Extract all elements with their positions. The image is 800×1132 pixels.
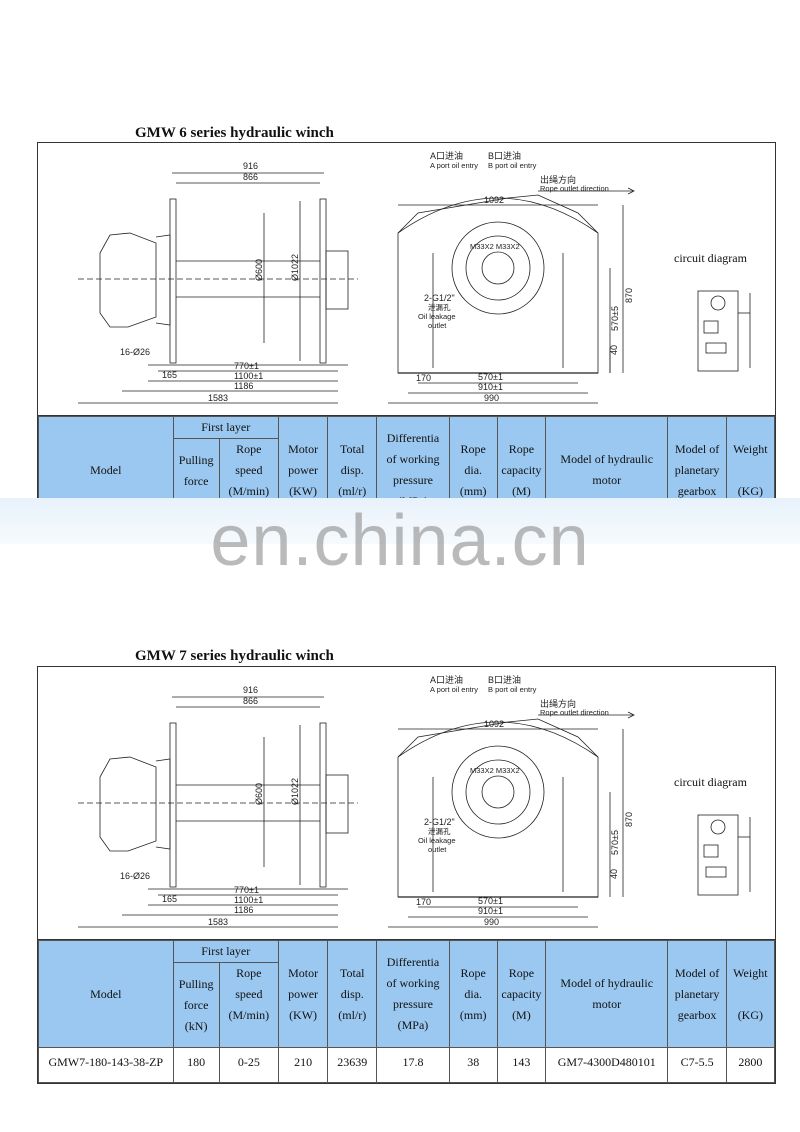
dim-910: 910±1 bbox=[478, 382, 503, 392]
dim-916: 916 bbox=[243, 685, 258, 695]
dim-600: Ø600 bbox=[254, 783, 264, 805]
circuit-diagram-label: circuit diagram bbox=[674, 775, 747, 789]
spec-frame-gmw7: 916 866 Ø600 Ø1022 16-Ø26 165 770±1 1100… bbox=[37, 666, 776, 1084]
dim-570: 570±1 bbox=[478, 896, 503, 906]
cell-motor-power: 210 bbox=[277, 1047, 329, 1083]
cell-model: GMW7-180-143-38-ZP bbox=[38, 1047, 174, 1083]
dim-1092: 1092 bbox=[484, 719, 504, 729]
table-row: GMW7-180-143-38-ZP 180 0-25 210 23639 17… bbox=[38, 1047, 776, 1083]
motor-port-label: M33X2 M33X2 bbox=[470, 242, 520, 251]
dim-770: 770±1 bbox=[234, 361, 259, 371]
technical-drawing-gmw6: 916 866 Ø600 Ø1022 16-Ø26 165 770±1 1100… bbox=[38, 143, 775, 416]
dim-1186: 1186 bbox=[234, 381, 253, 391]
section-title-gmw7: GMW 7 series hydraulic winch bbox=[135, 648, 334, 664]
dim-1186: 1186 bbox=[234, 905, 253, 915]
dim-40: 40 bbox=[609, 869, 619, 879]
dim-866: 866 bbox=[243, 172, 258, 182]
cell-pulling-force: 180 bbox=[172, 1047, 220, 1083]
rope-dir-en: Rope outlet direction bbox=[540, 184, 609, 193]
cell-total-disp: 23639 bbox=[327, 1047, 378, 1083]
cell-pressure: 17.8 bbox=[376, 1047, 450, 1083]
port-b-cn: B口进油 bbox=[488, 150, 521, 161]
leak-label-4: outlet bbox=[428, 321, 447, 330]
cell-weight: 2800 bbox=[725, 1047, 776, 1083]
technical-drawing-gmw7: 916 866 Ø600 Ø1022 16-Ø26 165 770±1 1100… bbox=[38, 667, 775, 940]
dim-1092: 1092 bbox=[484, 195, 504, 205]
dim-40: 40 bbox=[609, 345, 619, 355]
dim-16-26: 16-Ø26 bbox=[120, 347, 150, 357]
leak-label-4: outlet bbox=[428, 845, 447, 854]
dim-1100: 1100±1 bbox=[234, 371, 263, 381]
dim-1583: 1583 bbox=[208, 917, 228, 927]
dim-1022: Ø1022 bbox=[290, 778, 300, 805]
section-title-gmw6: GMW 6 series hydraulic winch bbox=[135, 125, 334, 141]
port-a-en: A port oil entry bbox=[430, 685, 478, 694]
dim-170: 170 bbox=[416, 897, 431, 907]
dim-170: 170 bbox=[416, 373, 431, 383]
dim-16-26: 16-Ø26 bbox=[120, 871, 150, 881]
cell-rope-capacity: 143 bbox=[496, 1047, 547, 1083]
dim-870: 870 bbox=[624, 288, 634, 303]
dim-1583: 1583 bbox=[208, 393, 228, 403]
winch-drawing: 916 866 Ø600 Ø1022 16-Ø26 165 770±1 1100… bbox=[78, 150, 751, 404]
winch-drawing: 916 866 Ø600 Ø1022 16-Ø26 165 770±1 1100… bbox=[78, 674, 751, 928]
dim-570-5: 570±5 bbox=[610, 306, 620, 331]
leak-label-1: 2-G1/2" bbox=[424, 817, 455, 827]
dim-990: 990 bbox=[484, 393, 499, 403]
port-a-en: A port oil entry bbox=[430, 161, 478, 170]
port-b-en: B port oil entry bbox=[488, 685, 537, 694]
dim-165: 165 bbox=[162, 894, 177, 904]
leak-label-2: 泄漏孔 bbox=[428, 826, 451, 836]
port-b-cn: B口进油 bbox=[488, 674, 521, 685]
leak-label-3: Oil leakage bbox=[418, 312, 456, 321]
dim-600: Ø600 bbox=[254, 259, 264, 281]
dim-866: 866 bbox=[243, 696, 258, 706]
port-b-en: B port oil entry bbox=[488, 161, 537, 170]
header-first-layer: First layer bbox=[172, 940, 279, 963]
dim-1022: Ø1022 bbox=[290, 254, 300, 281]
cell-hydraulic-motor: GM7-4300D480101 bbox=[544, 1047, 669, 1083]
watermark-band bbox=[0, 498, 800, 544]
header-first-layer: First layer bbox=[172, 416, 279, 439]
cell-gearbox: C7-5.5 bbox=[667, 1047, 727, 1083]
watermark: en.china.cn bbox=[210, 501, 590, 581]
header-rope-speed: Rope speed(M/min) bbox=[218, 962, 279, 1048]
dim-910: 910±1 bbox=[478, 906, 503, 916]
rope-dir-cn: 出绳方向 bbox=[540, 174, 576, 185]
circuit-diagram-label: circuit diagram bbox=[674, 251, 747, 265]
motor-port-label: M33X2 M33X2 bbox=[470, 766, 520, 775]
port-a-cn: A口进油 bbox=[430, 674, 463, 685]
rope-dir-en: Rope outlet direction bbox=[540, 708, 609, 717]
header-model: Model bbox=[38, 940, 174, 1048]
dim-770: 770±1 bbox=[234, 885, 259, 895]
leak-label-1: 2-G1/2" bbox=[424, 293, 455, 303]
dim-870: 870 bbox=[624, 812, 634, 827]
dim-165: 165 bbox=[162, 370, 177, 380]
dim-916: 916 bbox=[243, 161, 258, 171]
dim-1100: 1100±1 bbox=[234, 895, 263, 905]
dim-570: 570±1 bbox=[478, 372, 503, 382]
leak-label-3: Oil leakage bbox=[418, 836, 456, 845]
dim-990: 990 bbox=[484, 917, 499, 927]
rope-dir-cn: 出绳方向 bbox=[540, 698, 576, 709]
header-weight: Weight(KG) bbox=[725, 940, 776, 1048]
dim-570-5: 570±5 bbox=[610, 830, 620, 855]
cell-rope-dia: 38 bbox=[448, 1047, 498, 1083]
leak-label-2: 泄漏孔 bbox=[428, 302, 451, 312]
cell-rope-speed: 0-25 bbox=[218, 1047, 279, 1083]
spec-frame-gmw6: 916 866 Ø600 Ø1022 16-Ø26 165 770±1 1100… bbox=[37, 142, 776, 525]
port-a-cn: A口进油 bbox=[430, 150, 463, 161]
